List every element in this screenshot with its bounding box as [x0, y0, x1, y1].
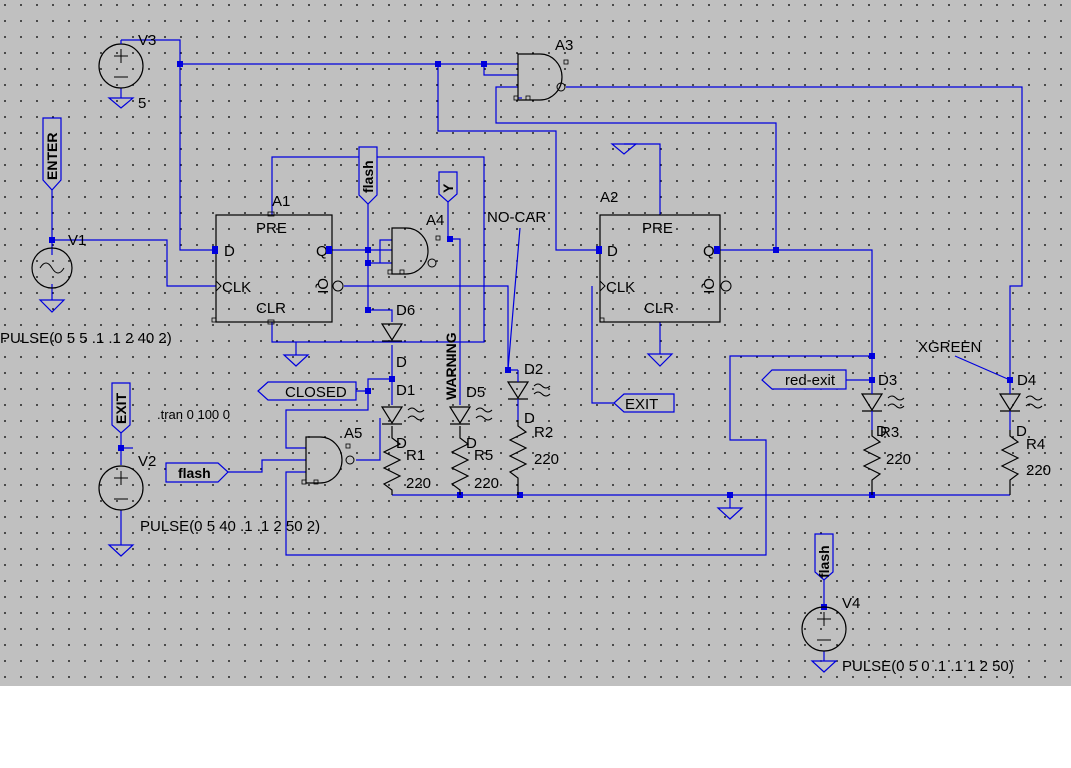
and-gate-a4[interactable]: A4	[387, 212, 444, 275]
schematic-canvas[interactable]	[0, 0, 1071, 686]
r4-value: 220	[1026, 462, 1051, 479]
d5-name: D5	[466, 384, 485, 401]
v1-name: V1	[68, 232, 86, 249]
net-flag-flash-input[interactable]: flash	[165, 462, 229, 483]
a1-q: Q	[316, 243, 328, 260]
d2-pin: D	[524, 410, 535, 427]
a1-clr: CLR	[256, 300, 286, 317]
a1-d: D	[224, 243, 235, 260]
voltage-source-v3[interactable]: V3 5	[98, 32, 156, 112]
d6-pin: D	[396, 354, 407, 371]
r1-name: R1	[406, 447, 425, 464]
a2-clr: CLR	[644, 300, 674, 317]
v2-value: PULSE(0 5 40 .1 .1 2 50 2)	[140, 518, 320, 535]
r3-value: 220	[886, 451, 911, 468]
d3-pin: D	[876, 423, 887, 440]
d1-name: D1	[396, 382, 415, 399]
r3-name: R3	[880, 424, 899, 441]
a2-d: D	[607, 243, 618, 260]
r5-name: R5	[474, 447, 493, 464]
spice-directive[interactable]: .tran 0 100 0	[157, 407, 230, 422]
net-flag-closed[interactable]: CLOSED	[257, 381, 357, 401]
a3-name: A3	[555, 37, 573, 54]
red-exit-label: red-exit	[785, 372, 836, 389]
net-flag-y[interactable]: Y	[438, 171, 458, 203]
r2-value: 220	[534, 451, 559, 468]
d6-name: D6	[396, 302, 415, 319]
xgreen-label: XGREEN	[918, 339, 981, 356]
flash-top-label: flash	[360, 160, 376, 193]
ground-symbols	[38, 97, 838, 673]
a2-pre: PRE	[642, 220, 673, 237]
resistor-r3[interactable]: R3 220	[862, 424, 911, 495]
exit-label: EXIT	[113, 392, 129, 424]
warning-label: WARNING	[443, 332, 459, 400]
and-gate-a3[interactable]: A3	[513, 37, 573, 101]
voltage-source-v2[interactable]: V2 PULSE(0 5 40 .1 .1 2 50 2)	[98, 453, 320, 535]
a5-name: A5	[344, 425, 362, 442]
voltage-source-v4[interactable]: V4 PULSE(0 5 0 .1 .1 1 2 50)	[801, 595, 1014, 675]
d5-pin: D	[466, 435, 477, 452]
a1-name: A1	[272, 193, 290, 210]
a1-clk: CLK	[222, 279, 251, 296]
v2-name: V2	[138, 453, 156, 470]
resistor-r5[interactable]: R5 220	[450, 426, 499, 495]
d4-name: D4	[1017, 372, 1036, 389]
v4-value: PULSE(0 5 0 .1 .1 1 2 50)	[842, 658, 1014, 675]
v4-name: V4	[842, 595, 860, 612]
led-d4[interactable]: D4 D	[998, 372, 1043, 440]
flash-v4-label: flash	[816, 545, 832, 578]
a2-clk: CLK	[606, 279, 635, 296]
resistor-r4[interactable]: R4 220	[1000, 430, 1051, 495]
resistor-r1[interactable]: R1 220	[382, 426, 431, 495]
net-flag-flash-v4[interactable]: flash	[814, 533, 834, 581]
flash-input-label: flash	[178, 465, 211, 481]
a1-pre: PRE	[256, 220, 287, 237]
resistor-r2[interactable]: R2 220	[508, 420, 559, 495]
a2-qbar: QI	[700, 278, 717, 294]
d1-pin: D	[396, 435, 407, 452]
r2-name: R2	[534, 424, 553, 441]
flipflop-a1[interactable]: A1 PRE D Q CLK CLR QI	[211, 193, 344, 325]
led-d2[interactable]: D2 D	[506, 361, 551, 427]
flipflop-a2[interactable]: A2 PRE D Q CLK CLR QI	[596, 189, 732, 323]
and-gate-a5[interactable]: A5	[301, 425, 362, 485]
a2-q: Q	[703, 243, 715, 260]
v3-value: 5	[138, 95, 146, 112]
y-label: Y	[440, 183, 456, 193]
voltage-source-v1[interactable]: V1 PULSE(0 5 5 .1 .1 2 40 2)	[0, 232, 172, 347]
a4-name: A4	[426, 212, 444, 229]
d3-name: D3	[878, 372, 897, 389]
led-d3[interactable]: D3 D	[860, 372, 905, 440]
a2-name: A2	[600, 189, 618, 206]
r4-name: R4	[1026, 436, 1045, 453]
a1-qbar: QI	[314, 278, 331, 294]
v3-name: V3	[138, 32, 156, 49]
closed-label: CLOSED	[285, 384, 347, 401]
net-flag-enter[interactable]: ENTER	[42, 117, 62, 191]
enter-label: ENTER	[44, 133, 60, 180]
net-flag-exit[interactable]: EXIT	[111, 382, 131, 434]
v1-value: PULSE(0 5 5 .1 .1 2 40 2)	[0, 330, 172, 347]
led-d5[interactable]: D5 D	[448, 384, 493, 452]
exit-port-label: EXIT	[625, 396, 658, 413]
r1-value: 220	[406, 475, 431, 492]
no-car-label: NO-CAR	[487, 209, 546, 226]
net-flag-red-exit[interactable]: red-exit	[761, 369, 847, 390]
diode-d6[interactable]: D6 D	[380, 302, 415, 371]
led-d1[interactable]: D1 D	[380, 382, 425, 452]
d2-name: D2	[524, 361, 543, 378]
wires	[51, 39, 1023, 661]
net-flag-exit-port[interactable]: EXIT	[613, 393, 675, 413]
r5-value: 220	[474, 475, 499, 492]
net-flag-flash-top[interactable]: flash	[358, 146, 378, 205]
d4-pin: D	[1016, 423, 1027, 440]
